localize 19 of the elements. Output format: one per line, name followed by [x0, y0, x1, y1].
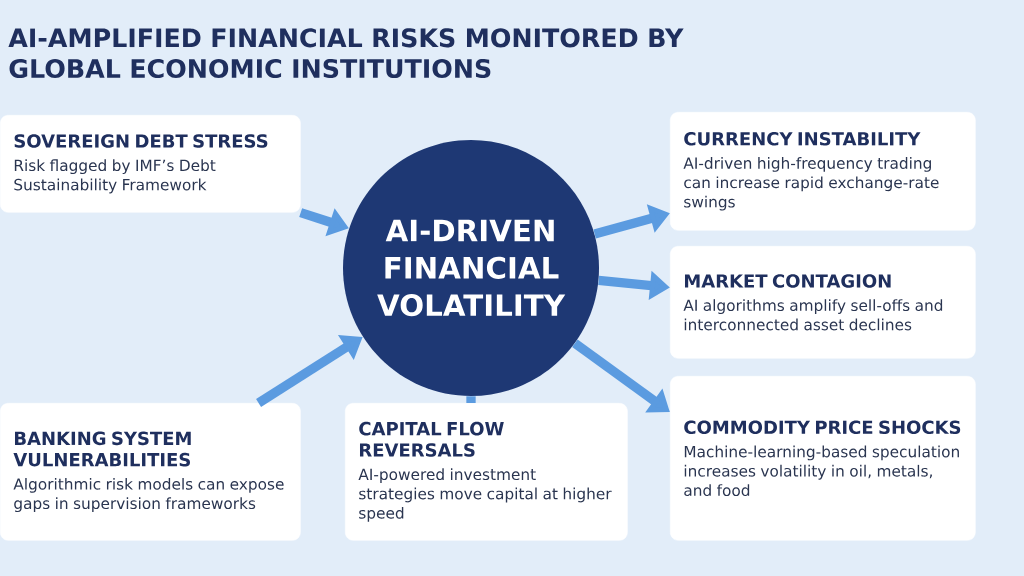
title: AI-AMPLIFIED FINANCIAL RISKS MONITORED BY GLOBAL ECONOMIC INSTITUTIONS: [8, 28, 684, 79]
risk-card: [670, 112, 976, 231]
card-text: AI algorithms amplify sell-offs and interconnected asset declines: [683, 299, 943, 331]
risk-card: [670, 246, 976, 359]
card-heading: COMMODITY PRICE SHOCKS: [684, 420, 961, 435]
card-heading: CAPITAL FLOW REVERSALS: [359, 421, 504, 457]
card-text: Risk flagged by IMF’s Debt Sustainability Framework: [14, 159, 216, 194]
risk-card: [670, 376, 976, 541]
card-heading: CURRENCY INSTABILITY: [684, 132, 921, 146]
card-text: AI-driven high-frequency trading can increase rapid exchange-rate swings: [683, 157, 939, 211]
card-heading: BANKING SYSTEM VULNERABILITIES: [13, 431, 191, 467]
card-heading: SOVEREIGN DEBT STRESS: [14, 134, 268, 148]
risk-card: [0, 403, 301, 541]
card-text: Algorithmic risk models can expose gaps in supervision frameworks: [13, 477, 284, 513]
risk-card: [345, 403, 628, 541]
card-heading: MARKET CONTAGION: [685, 274, 891, 288]
card-text: Machine-learning-based speculation increases volatility in oil, metals, and food: [684, 445, 959, 497]
card-text: AI-powered investment strategies move capital at higher speed: [358, 468, 612, 522]
risk-card: [0, 115, 301, 213]
